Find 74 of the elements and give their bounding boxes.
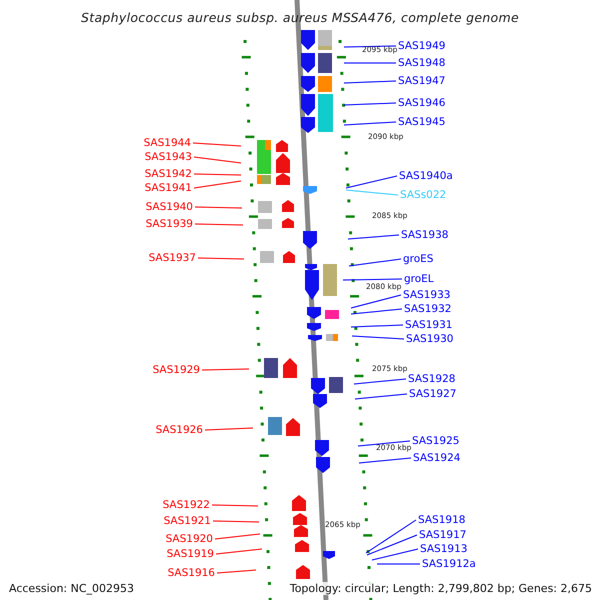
gene-label: SAS1926 — [156, 424, 203, 436]
leader-line — [212, 520, 260, 522]
diagram-title: Staphylococcus aureus subsp. aureus MSSA476, complete genome — [80, 10, 520, 25]
accession-note: Accession: NC_002953 — [9, 582, 134, 595]
leader-line — [346, 190, 398, 196]
gene-label: SAS1912a — [422, 558, 476, 570]
leader-line — [194, 174, 242, 176]
gene-label: SASs022 — [400, 189, 446, 201]
gene-label: SAS1916 — [168, 567, 215, 579]
leader-line — [366, 534, 418, 556]
leader-line — [192, 142, 242, 146]
gene-label: SAS1938 — [401, 229, 448, 241]
leader-line — [198, 258, 244, 260]
gene-label: SAS1937 — [148, 252, 196, 264]
gene-label: SAS1940 — [146, 201, 193, 213]
gene-label: SAS1920 — [166, 533, 213, 545]
leader-line — [372, 548, 418, 560]
gene-label: SAS1947 — [398, 75, 446, 87]
leader-line — [344, 46, 396, 48]
leader-line — [354, 394, 408, 400]
leader-line — [194, 224, 244, 226]
leader-line — [194, 206, 242, 208]
gene-label: SAS1929 — [152, 364, 200, 376]
gene-label: SAS1932 — [404, 303, 452, 315]
gene-label: SAS1930 — [406, 333, 454, 345]
leader-line — [216, 570, 256, 574]
leader-line — [352, 336, 404, 340]
leader-line — [366, 520, 416, 554]
gene-label: SAS1949 — [398, 40, 446, 52]
leader-line — [358, 458, 412, 464]
gene-label: SAS1913 — [420, 543, 468, 555]
gene-label: SAS1918 — [418, 514, 466, 526]
gene-label: SAS1924 — [413, 452, 460, 464]
gene-label: SAS1946 — [398, 97, 446, 109]
leader-line — [354, 378, 406, 384]
gene-label: SAS1933 — [403, 289, 450, 301]
leader-line — [342, 278, 402, 280]
leader-line — [204, 428, 254, 430]
gene-label: SAS1948 — [398, 57, 446, 69]
gene-label: groEL — [404, 273, 434, 285]
leader-line — [344, 102, 396, 106]
gene-label: SAS1921 — [164, 515, 211, 527]
gene-label: SAS1942 — [144, 168, 192, 180]
gene-label: SAS1917 — [419, 529, 466, 541]
gene-label: SAS1939 — [146, 218, 193, 230]
leader-line — [350, 308, 402, 314]
gene-label: SAS1925 — [412, 435, 460, 447]
leader-line — [216, 548, 262, 554]
leader-line — [350, 324, 404, 328]
leader-line — [202, 368, 250, 370]
gene-label: SAS1940a — [399, 170, 453, 182]
leader-line — [344, 80, 396, 84]
gene-label: SAS1919 — [166, 548, 214, 560]
leader-line — [358, 440, 410, 446]
gene-label: SAS1927 — [409, 388, 456, 400]
gene-label: SAS1928 — [408, 373, 456, 385]
leader-line — [348, 258, 402, 266]
leader-line — [346, 176, 398, 188]
leader-line — [212, 504, 258, 506]
gene-label: SAS1945 — [398, 116, 446, 128]
gene-label: SAS1931 — [405, 319, 452, 331]
gene-label: SAS1943 — [144, 151, 192, 163]
gene-label: SAS1922 — [162, 499, 210, 511]
leader-line — [344, 122, 396, 126]
leader-line — [348, 234, 400, 240]
leader-line — [194, 180, 242, 188]
genome-summary: Topology: circular; Length: 2,799,802 bp; Genes: 2,675 — [290, 582, 592, 595]
gene-label: SAS1941 — [144, 182, 192, 194]
leader-line — [344, 62, 396, 64]
leader-line — [194, 156, 242, 164]
leader-line — [214, 534, 260, 540]
leader-line — [350, 294, 402, 308]
gene-label: SAS1944 — [144, 137, 191, 149]
gene-label: groES — [403, 253, 434, 265]
